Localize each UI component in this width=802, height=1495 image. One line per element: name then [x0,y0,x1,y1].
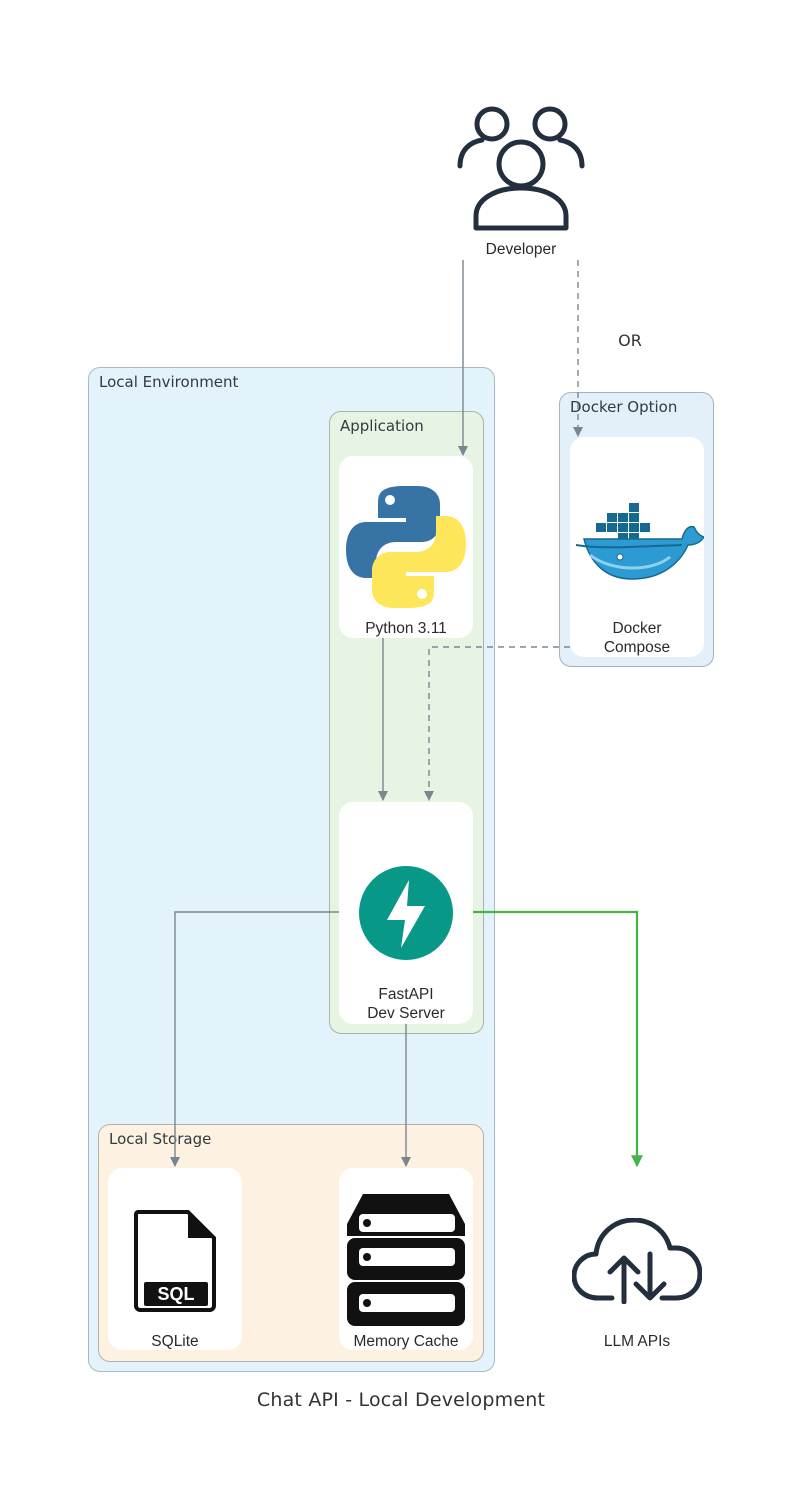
docker-logo-icon [575,503,704,580]
docker-node[interactable]: Docker Compose [570,437,704,657]
sqlite-label: SQLite [151,1333,199,1350]
python-label: Python 3.11 [365,620,447,637]
fastapi-node[interactable]: FastAPI Dev Server [339,802,473,1024]
memory-cache-node[interactable]: Memory Cache [339,1168,473,1350]
sql-file-icon: SQL [134,1210,216,1312]
cloud-upload-download-icon [572,1218,702,1304]
developer-label: Developer [485,241,557,258]
users-icon [457,106,585,231]
llm-apis-label: LLM APIs [603,1333,671,1350]
docker-label: Docker Compose [603,620,671,656]
edge-label-or: OR [618,331,642,350]
python-node[interactable]: Python 3.11 [339,456,473,638]
local-storage-label: Local Storage [109,1130,212,1148]
server-stack-icon [347,1194,465,1326]
fastapi-logo-icon [359,866,453,960]
edge-fastapi-sqlite [170,911,339,1167]
sqlite-node[interactable]: SQL SQLite [108,1168,242,1350]
edge-fastapi-llm [473,910,643,1168]
memory-cache-label: Memory Cache [353,1333,459,1350]
diagram-title: Chat API - Local Development [256,1389,546,1411]
application-label: Application [340,417,424,435]
fastapi-label: FastAPI Dev Server [367,986,445,1022]
docker-option-label: Docker Option [570,398,678,416]
local-environment-label: Local Environment [99,373,239,391]
python-logo-icon [346,486,466,608]
sql-file-text: SQL [157,1284,194,1304]
edge-docker-fastapi [424,646,570,801]
